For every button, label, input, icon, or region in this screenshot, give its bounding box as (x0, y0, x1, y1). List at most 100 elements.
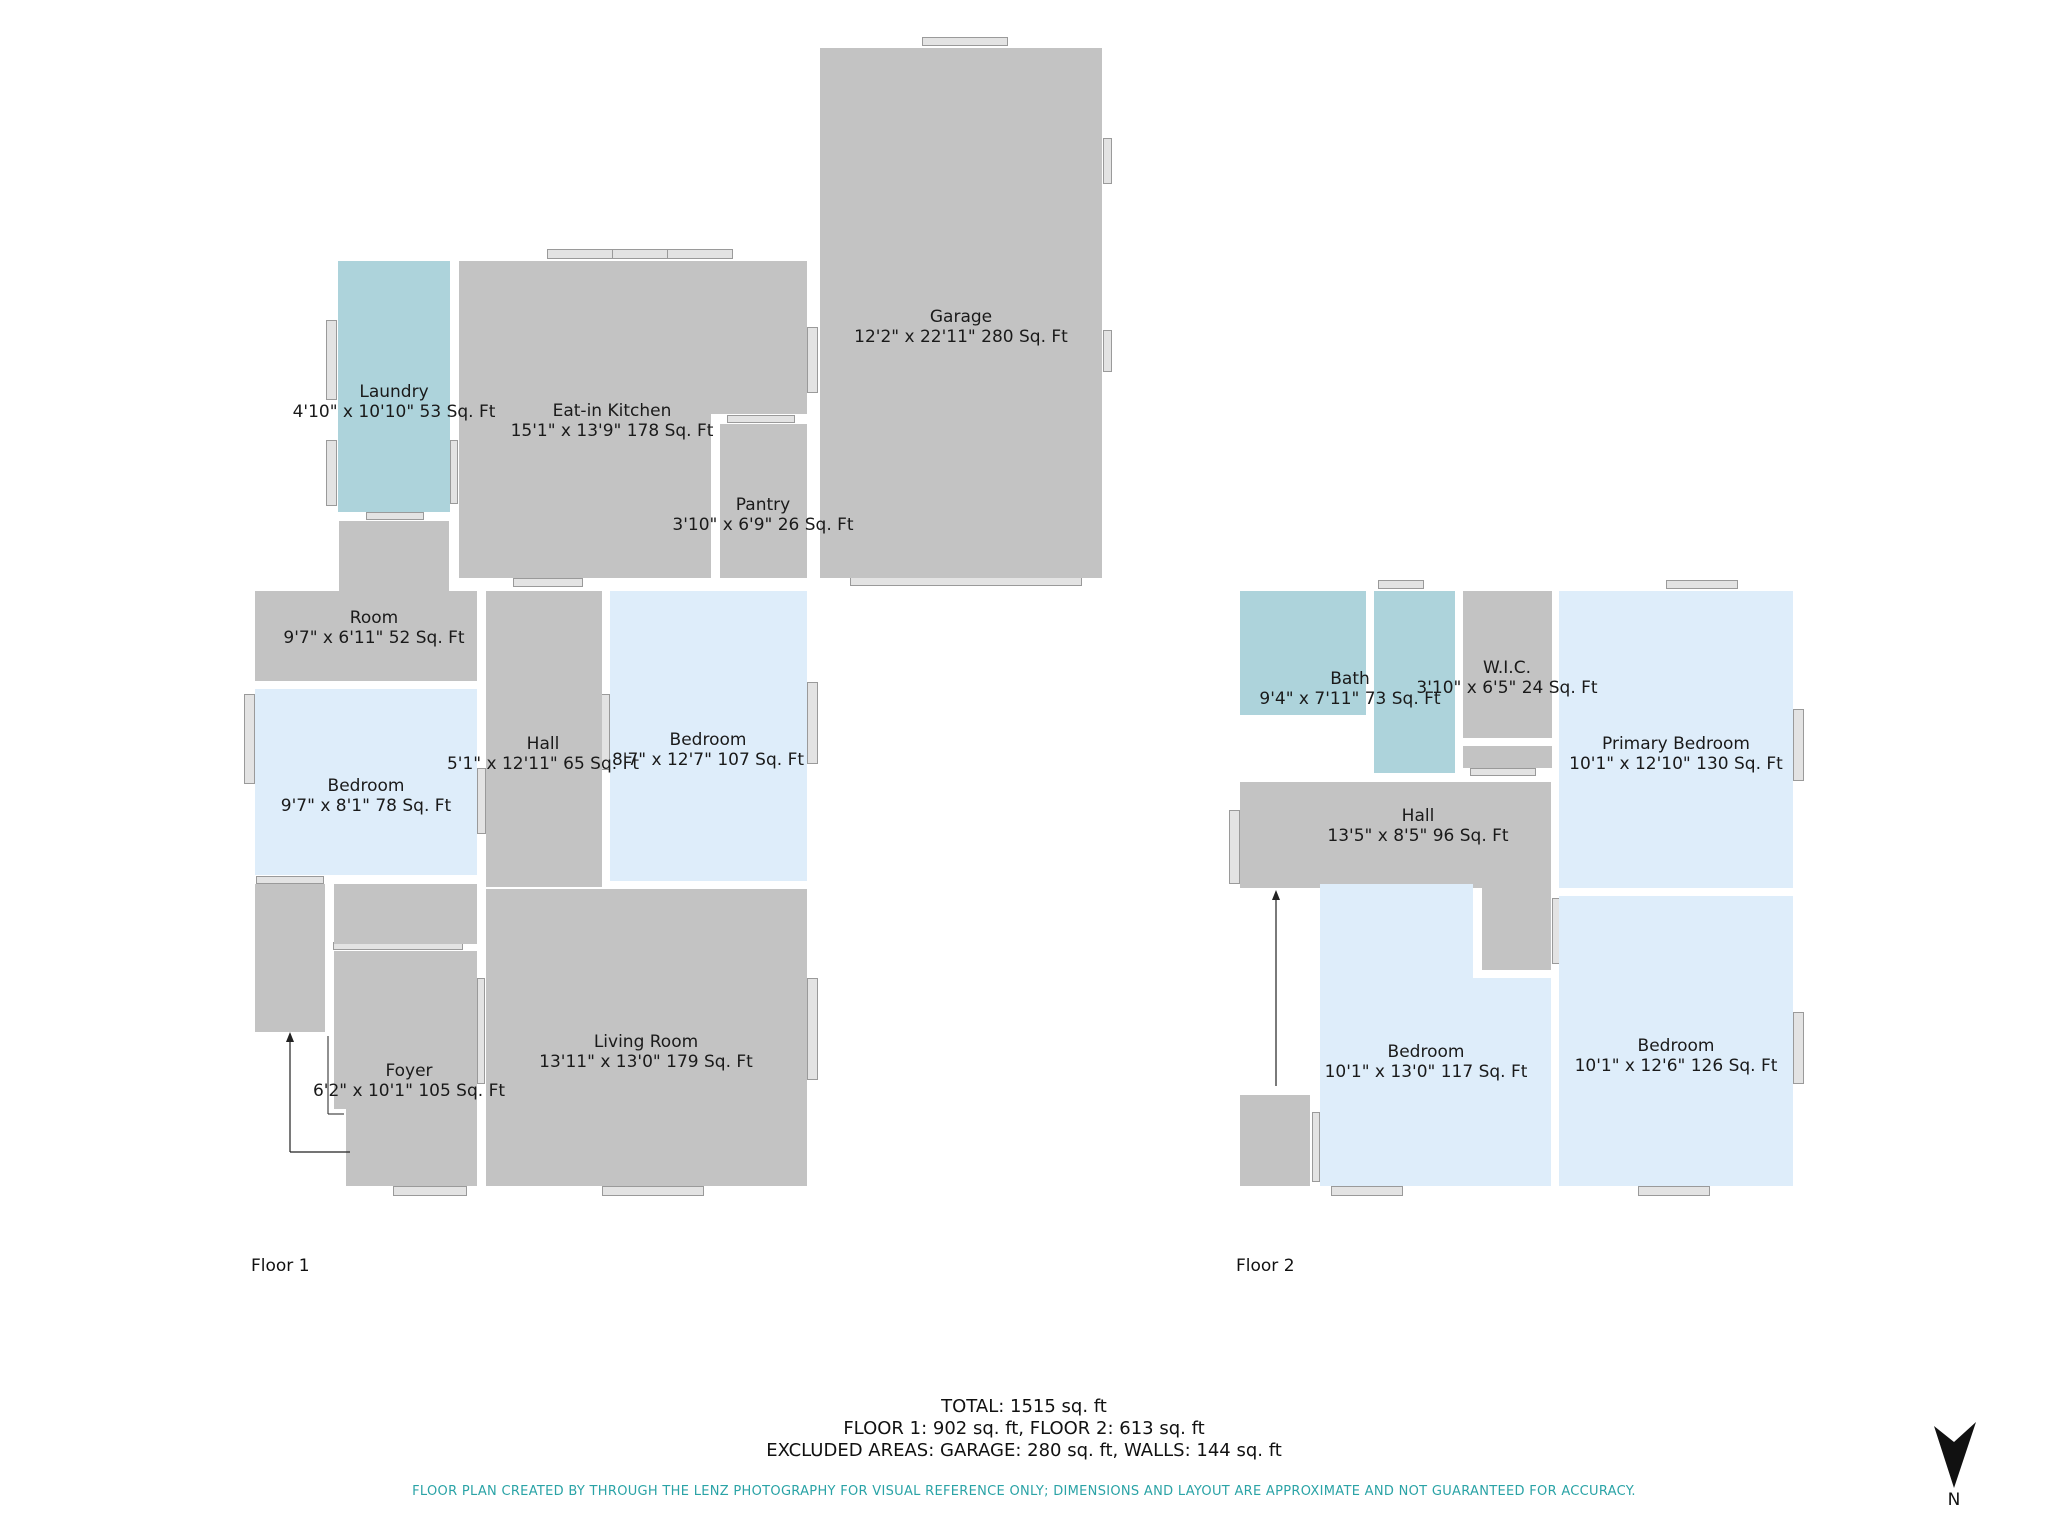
room-label-bedroom-2a: Bedroom 10'1" x 13'0" 117 Sq. Ft (1325, 1042, 1528, 1082)
room-name: Garage (929, 307, 993, 327)
disclaimer: FLOOR PLAN CREATED BY THROUGH THE LENZ P… (412, 1484, 1636, 1499)
window (922, 37, 1008, 46)
room-bath (1240, 591, 1366, 715)
room-dimensions: 9'7" x 8'1" 78 Sq. Ft (280, 796, 452, 816)
window (326, 440, 337, 506)
room-dimensions: 15'1" x 13'9" 178 Sq. Ft (510, 421, 714, 441)
room-label-living-room: Living Room 13'11" x 13'0" 179 Sq. Ft (539, 1032, 753, 1072)
room-label-bedroom-west: Bedroom 9'7" x 8'1" 78 Sq. Ft (281, 776, 451, 816)
window (326, 320, 337, 400)
room-room-upper (339, 521, 449, 591)
room-dimensions: 6'2" x 10'1" 105 Sq. Ft (312, 1081, 506, 1101)
window (602, 1186, 704, 1196)
total-area: TOTAL: 1515 sq. ft (941, 1396, 1107, 1417)
room-bedroom-2b (1559, 896, 1793, 1186)
room-label-room: Room 9'7" x 6'11" 52 Sq. Ft (283, 608, 464, 648)
room-label-primary-bedroom: Primary Bedroom 10'1" x 12'10" 130 Sq. F… (1569, 734, 1783, 774)
room-room (255, 591, 477, 681)
room-pantry (720, 424, 807, 578)
room-dimensions: 13'11" x 13'0" 179 Sq. Ft (539, 1052, 753, 1072)
room-label-bath: Bath 9'4" x 7'11" 73 Sq. Ft (1259, 669, 1440, 709)
room-name: Hall (1401, 806, 1435, 826)
room-name: Primary Bedroom (1602, 734, 1750, 754)
room-foyer (346, 1109, 477, 1186)
room-label-bedroom-2b: Bedroom 10'1" x 12'6" 126 Sq. Ft (1575, 1036, 1778, 1076)
window (450, 440, 458, 504)
north-label: N (1947, 1490, 1961, 1510)
window (1666, 580, 1738, 589)
stair-arrow-icon (286, 1032, 350, 1153)
window (477, 978, 485, 1084)
room-label-wic: W.I.C. 3'10" x 6'5" 24 Sq. Ft (1416, 658, 1597, 698)
room-label-bedroom-east: Bedroom 8'7" x 12'7" 107 Sq. Ft (612, 730, 804, 770)
room-name: Living Room (593, 1032, 699, 1052)
floor-areas: FLOOR 1: 902 sq. ft, FLOOR 2: 613 sq. ft (843, 1418, 1205, 1439)
room-name: W.I.C. (1483, 658, 1531, 678)
excluded-areas: EXCLUDED AREAS: GARAGE: 280 sq. ft, WALL… (766, 1440, 1282, 1461)
stair-arrow-icon (1272, 890, 1280, 1086)
room-name: Foyer (385, 1061, 433, 1081)
room-closet (255, 884, 325, 1032)
window (513, 578, 583, 587)
room-dimensions: 4'10" x 10'10" 53 Sq. Ft (292, 402, 496, 422)
room-label-foyer: Foyer 6'2" x 10'1" 105 Sq. Ft (313, 1061, 505, 1101)
room-dimensions: 3'10" x 6'9" 26 Sq. Ft (672, 515, 854, 535)
north-arrow-icon (1934, 1422, 1976, 1488)
room-name: Pantry (735, 495, 791, 515)
room-bath-extension (1374, 591, 1455, 773)
room-closet-2 (334, 884, 477, 944)
room-name: Bedroom (669, 730, 747, 750)
room-bedroom-east (610, 591, 807, 881)
room-dimensions: 9'4" x 7'11" 73 Sq. Ft (1259, 689, 1441, 709)
room-wic (1463, 591, 1552, 738)
room-primary-bedroom (1559, 591, 1793, 888)
room-hall-floor1 (486, 591, 602, 887)
window (1793, 1012, 1804, 1084)
window (612, 249, 672, 259)
window (1331, 1186, 1403, 1196)
room-name: Laundry (359, 382, 429, 402)
room-dimensions: 10'1" x 13'0" 117 Sq. Ft (1324, 1062, 1528, 1082)
window (1378, 580, 1424, 589)
room-name: Hall (526, 734, 560, 754)
window (1103, 330, 1112, 372)
room-bedroom-2a (1320, 884, 1473, 1186)
room-label-pantry: Pantry 3'10" x 6'9" 26 Sq. Ft (672, 495, 853, 535)
window (807, 682, 818, 764)
room-hall-floor2-lower (1482, 888, 1551, 970)
window (1229, 810, 1240, 884)
room-dimensions: 12'2" x 22'11" 280 Sq. Ft (854, 327, 1068, 347)
room-garage (820, 48, 1102, 578)
window (807, 978, 818, 1080)
room-wic-shelf (1463, 746, 1552, 768)
room-eat-in-kitchen (459, 261, 807, 414)
room-laundry (338, 261, 450, 512)
room-bedroom-2a-ext (1473, 978, 1551, 1186)
room-dimensions: 10'1" x 12'6" 126 Sq. Ft (1574, 1056, 1778, 1076)
room-label-garage: Garage 12'2" x 22'11" 280 Sq. Ft (854, 307, 1068, 347)
window (1312, 1112, 1320, 1182)
window (1638, 1186, 1710, 1196)
room-label-hall-floor1: Hall 5'1" x 12'11" 65 Sq. Ft (447, 734, 639, 774)
room-foyer-upper (334, 951, 477, 1109)
window (850, 577, 1082, 586)
room-name: Bath (1330, 669, 1370, 689)
room-name: Bedroom (327, 776, 405, 796)
room-label-kitchen: Eat-in Kitchen 15'1" x 13'9" 178 Sq. Ft (511, 401, 714, 441)
room-label-hall-floor2: Hall 13'5" x 8'5" 96 Sq. Ft (1327, 806, 1508, 846)
room-living-room (486, 889, 807, 1186)
window (366, 512, 424, 520)
window (1103, 138, 1112, 184)
window (244, 694, 255, 784)
window (393, 1186, 467, 1196)
room-stair-landing (1240, 1095, 1310, 1186)
room-hall-floor2 (1240, 782, 1551, 888)
room-name: Eat-in Kitchen (552, 401, 672, 421)
window (727, 415, 795, 423)
floor-title: Floor 2 (1236, 1256, 1295, 1276)
floor-title: Floor 1 (251, 1256, 310, 1276)
room-dimensions: 13'5" x 8'5" 96 Sq. Ft (1327, 826, 1509, 846)
room-name: Bedroom (1387, 1042, 1465, 1062)
room-dimensions: 3'10" x 6'5" 24 Sq. Ft (1416, 678, 1598, 698)
room-name: Bedroom (1637, 1036, 1715, 1056)
